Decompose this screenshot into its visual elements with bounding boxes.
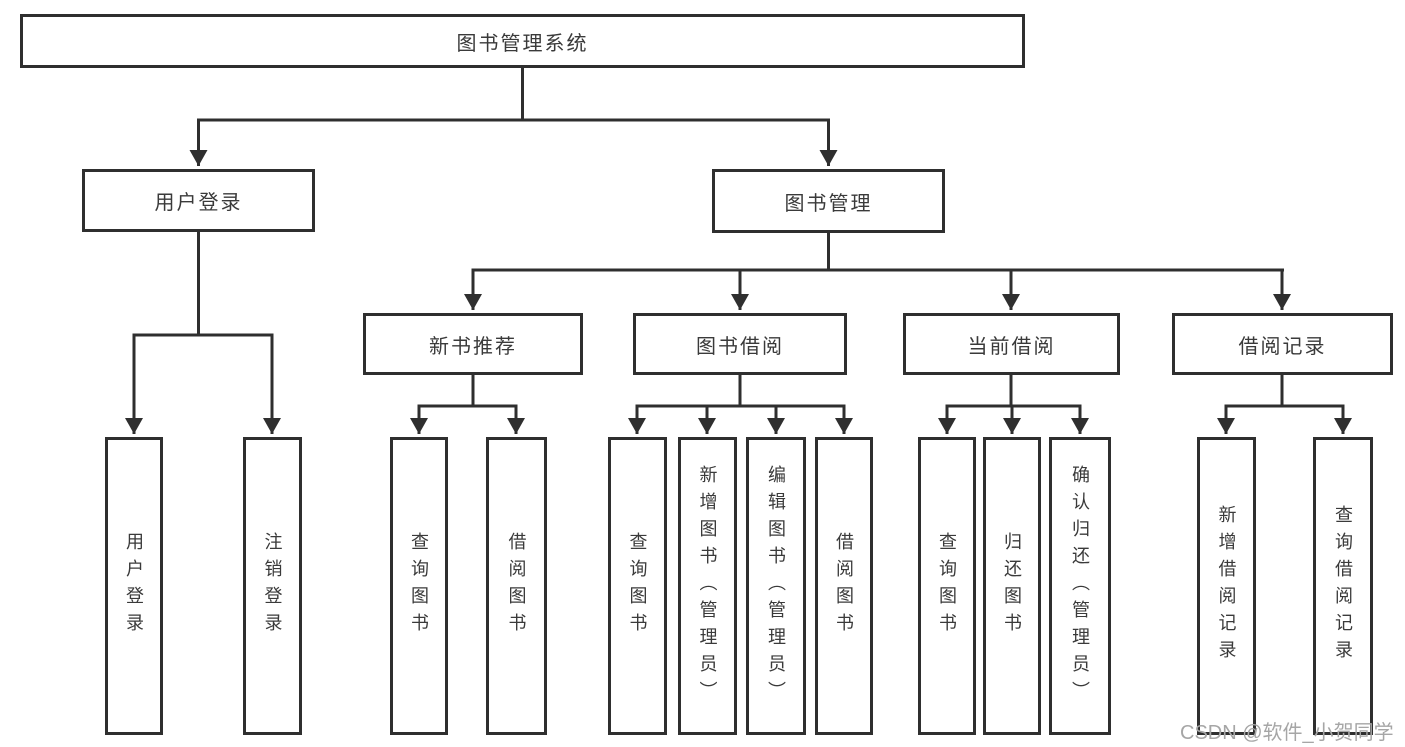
leaf-bb-edit-books-admin-label: 编辑图书（管理员） <box>766 464 786 708</box>
leaf-bb-borrow-books-label: 借阅图书 <box>834 532 854 640</box>
leaf-nb-borrow-books: 借阅图书 <box>486 437 547 735</box>
leaf-nb-query-books-label: 查询图书 <box>409 532 429 640</box>
node-borrow-records-label: 借阅记录 <box>1238 335 1327 358</box>
leaf-cur-return-books: 归还图书 <box>983 437 1041 735</box>
node-current-borrowing: 当前借阅 <box>903 313 1120 375</box>
leaf-rec-add-record-label: 新增借阅记录 <box>1216 505 1237 667</box>
leaf-user-login-label: 用户登录 <box>124 532 144 640</box>
leaf-rec-query-record-label: 查询借阅记录 <box>1333 505 1353 667</box>
node-new-book-recommend-label: 新书推荐 <box>429 335 517 358</box>
leaf-cur-query-books-label: 查询图书 <box>937 532 957 640</box>
csdn-watermark: CSDN @软件_小贺同学 <box>1180 722 1394 744</box>
leaf-bb-edit-books-admin: 编辑图书（管理员） <box>746 437 806 735</box>
leaf-bb-query-books: 查询图书 <box>608 437 667 735</box>
leaf-bb-query-books-label: 查询图书 <box>627 532 648 640</box>
node-borrow-records: 借阅记录 <box>1172 313 1393 375</box>
leaf-cur-confirm-return-admin: 确认归还（管理员） <box>1049 437 1111 735</box>
leaf-cur-query-books: 查询图书 <box>918 437 976 735</box>
leaf-cur-return-books-label: 归还图书 <box>1002 532 1022 640</box>
tree-arrow-edges <box>125 120 1352 434</box>
node-current-borrowing-label: 当前借阅 <box>967 335 1056 358</box>
node-book-borrowing-label: 图书借阅 <box>696 335 784 358</box>
node-book-management: 图书管理 <box>712 169 945 233</box>
node-new-book-recommend: 新书推荐 <box>363 313 583 375</box>
leaf-logout-label: 注销登录 <box>262 532 283 640</box>
leaf-bb-add-books-admin-label: 新增图书（管理员） <box>697 464 718 708</box>
leaf-rec-add-record: 新增借阅记录 <box>1197 437 1256 735</box>
node-book-management-label: 图书管理 <box>784 192 873 215</box>
node-user-login: 用户登录 <box>82 169 315 232</box>
leaf-bb-add-books-admin: 新增图书（管理员） <box>678 437 737 735</box>
leaf-user-login: 用户登录 <box>105 437 163 735</box>
node-root-system-label: 图书管理系统 <box>456 32 589 55</box>
leaf-logout: 注销登录 <box>243 437 302 735</box>
node-book-borrowing: 图书借阅 <box>633 313 847 375</box>
leaf-nb-query-books: 查询图书 <box>390 437 448 735</box>
leaf-nb-borrow-books-label: 借阅图书 <box>506 532 527 640</box>
node-user-login-label: 用户登录 <box>154 192 243 214</box>
node-root-system: 图书管理系统 <box>20 14 1025 68</box>
leaf-rec-query-record: 查询借阅记录 <box>1313 437 1373 735</box>
leaf-cur-confirm-return-admin-label: 确认归还（管理员） <box>1070 464 1090 708</box>
leaf-bb-borrow-books: 借阅图书 <box>815 437 873 735</box>
